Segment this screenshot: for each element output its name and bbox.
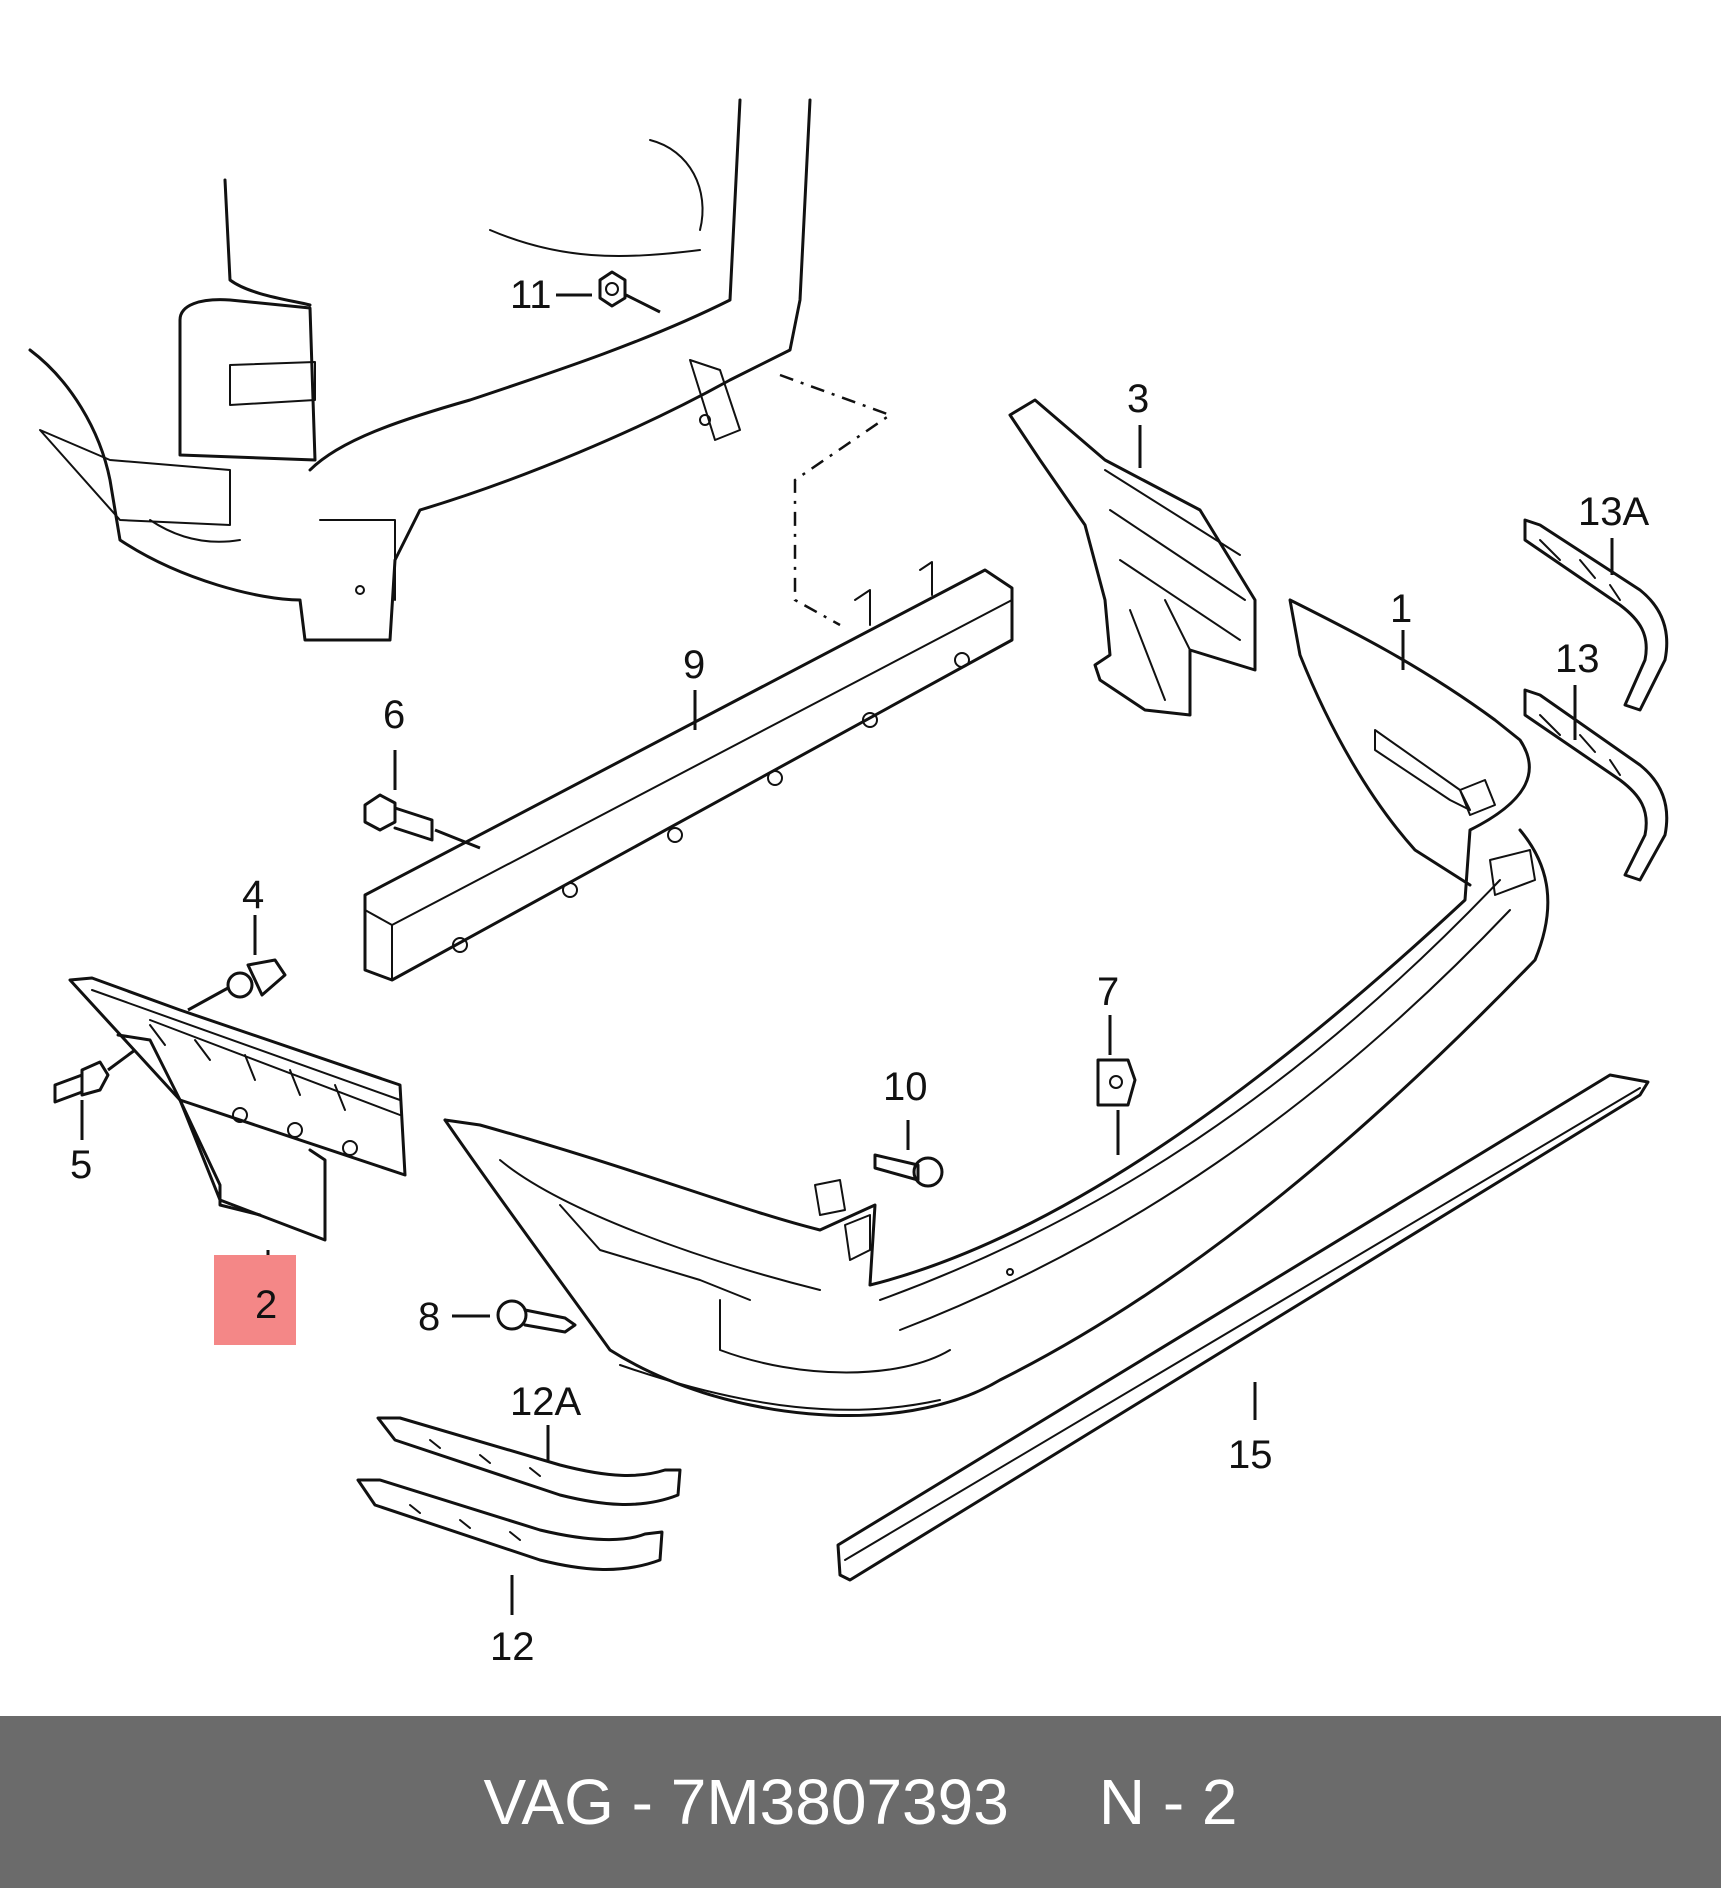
callout-15: 15	[1228, 1433, 1273, 1477]
callout-12a: 12A	[510, 1380, 581, 1424]
part-13a-trim-strip	[1523, 518, 1669, 712]
part-3-side-bracket	[1008, 398, 1257, 717]
callout-2: 2	[255, 1283, 277, 1327]
alignment-dashed-line	[779, 373, 893, 627]
callout-1: 1	[1390, 587, 1412, 631]
callout-12: 12	[490, 1625, 535, 1669]
callout-4: 4	[242, 873, 264, 917]
part-13-trim-strip	[1523, 685, 1669, 882]
part-10-screw	[873, 1120, 944, 1188]
callout-10: 10	[883, 1065, 928, 1109]
callout-11: 11	[510, 273, 552, 317]
vehicle-rear-body	[28, 98, 812, 642]
callout-13: 13	[1555, 637, 1600, 681]
part-2-side-guide	[68, 976, 407, 1280]
part-number: VAG - 7M3807393	[483, 1766, 1009, 1838]
callout-9: 9	[683, 643, 705, 687]
part-9-bumper-carrier	[363, 561, 1014, 982]
callout-8: 8	[418, 1295, 440, 1339]
part-11-nut	[556, 270, 661, 314]
diagram-position: N - 2	[1098, 1766, 1238, 1838]
callout-3: 3	[1127, 377, 1149, 421]
part-12-trim-strip	[356, 1478, 664, 1615]
part-number-footer: VAG - 7M3807393 N - 2	[0, 1716, 1721, 1888]
part-8-screw	[452, 1299, 577, 1334]
part-6-bolt	[363, 750, 481, 850]
part-4-clip	[187, 915, 287, 1012]
part-15-bumper-strip	[836, 1073, 1650, 1582]
callout-13a: 13A	[1578, 490, 1649, 534]
part-7-clip-nut	[1096, 1015, 1137, 1155]
highlight-box	[214, 1255, 296, 1345]
part-12a-trim-strip	[376, 1416, 682, 1506]
parts-diagram: 1 2 3 4 5 6 7 8 9 10 11 12 12A 13 13A 15	[28, 98, 1669, 1669]
part-1-bumper-cover	[443, 598, 1550, 1417]
callout-7: 7	[1097, 970, 1119, 1014]
part-5-bolt	[53, 1048, 136, 1140]
callout-6: 6	[383, 693, 405, 737]
callout-5: 5	[70, 1143, 92, 1187]
